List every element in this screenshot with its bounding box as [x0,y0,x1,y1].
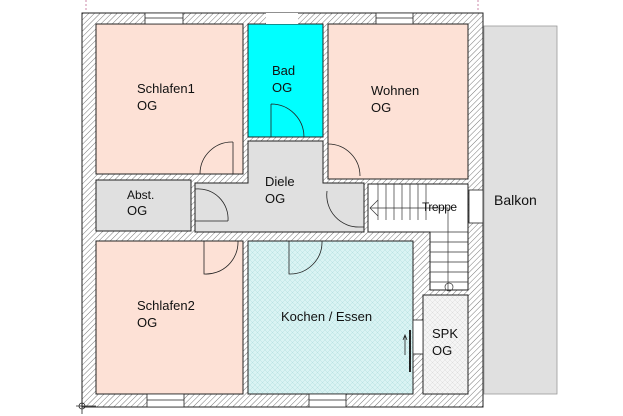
room-spk [422,294,469,395]
balcony-area [483,25,558,395]
room-abst [95,179,192,232]
room-kochen-essen [247,240,414,395]
windows [144,12,484,408]
label-bad: Bad [272,63,295,78]
label-treppe: Treppe [422,200,457,214]
label-schlafen1-floor: OG [137,98,157,113]
origin-marker-icon [76,393,96,414]
label-schlafen2: Schlafen2 [137,298,195,313]
label-spk: SPK [432,326,458,341]
label-diele: Diele [265,174,295,189]
label-abst-floor: OG [127,203,147,218]
door-swings [194,103,411,372]
room-schlafen2 [95,240,244,395]
label-diele-floor: OG [265,191,285,206]
staircase [369,184,468,292]
label-abst: Abst. [127,188,154,202]
label-bad-floor: OG [272,80,292,95]
label-kochen-essen: Kochen / Essen [281,309,372,324]
room-diele [194,140,365,233]
room-schlafen1 [95,23,244,175]
label-schlafen1: Schlafen1 [137,81,195,96]
room-wohnen [327,23,469,180]
label-wohnen-floor: OG [371,100,391,115]
label-wohnen: Wohnen [371,83,419,98]
label-spk-floor: OG [432,343,452,358]
label-balkon: Balkon [494,192,537,208]
room-treppe [367,183,469,291]
label-schlafen2-floor: OG [137,315,157,330]
